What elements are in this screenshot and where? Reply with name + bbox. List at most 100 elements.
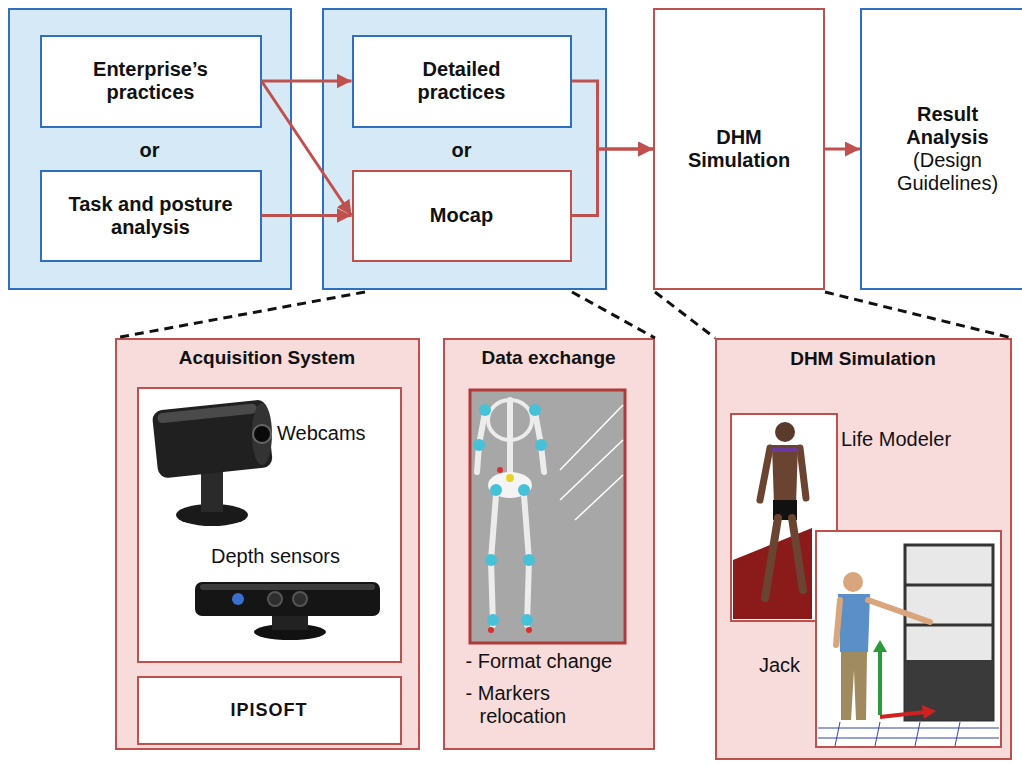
arms bbox=[760, 448, 806, 500]
joint-marker bbox=[523, 554, 535, 566]
shelf-unit bbox=[905, 545, 993, 720]
text-slot: - Markers relocation bbox=[466, 682, 641, 728]
grid-line bbox=[915, 722, 920, 746]
sensor-body bbox=[195, 582, 380, 616]
text-slot: Webcams bbox=[277, 422, 366, 445]
webcam-neck bbox=[201, 468, 223, 512]
process-box: Enterprise’s practices bbox=[40, 35, 262, 128]
flow-arrow bbox=[262, 81, 352, 216]
head bbox=[775, 422, 795, 442]
node-label: Detailed practices bbox=[379, 58, 545, 104]
flow-arrow bbox=[572, 81, 654, 149]
text-slot: DHM Simulation bbox=[715, 348, 1012, 370]
grid-line bbox=[575, 475, 623, 520]
text-slot: or bbox=[422, 139, 502, 162]
jack-picture bbox=[818, 545, 999, 746]
node-label: Mocap bbox=[430, 204, 493, 227]
text-slot: or bbox=[110, 139, 190, 162]
joint-marker bbox=[487, 614, 499, 626]
text-slot: Data exchange bbox=[443, 347, 655, 369]
text-slot: Life Modeler bbox=[841, 428, 951, 451]
marker-dot bbox=[526, 627, 532, 633]
text-slot: Depth sensors bbox=[211, 545, 340, 568]
marker-dot bbox=[506, 474, 514, 482]
shirt bbox=[838, 594, 870, 652]
grid-line bbox=[560, 405, 623, 470]
axis-arrow bbox=[878, 650, 882, 715]
webcam-picture bbox=[152, 399, 273, 526]
node-label: or bbox=[422, 139, 502, 162]
node-label: Life Modeler bbox=[841, 428, 951, 451]
node-label: or bbox=[110, 139, 190, 162]
skeleton-picture bbox=[470, 390, 625, 643]
joint-marker bbox=[529, 404, 541, 416]
flow-arrow bbox=[572, 149, 654, 216]
process-box: Detailed practices bbox=[352, 35, 572, 128]
arm bbox=[868, 600, 930, 622]
joint-marker bbox=[473, 439, 485, 451]
depth-sensor-picture bbox=[195, 582, 380, 640]
sensor-led bbox=[232, 593, 244, 605]
joint-marker bbox=[490, 484, 502, 496]
axis-arrow bbox=[880, 712, 925, 717]
floor-grid bbox=[818, 722, 999, 746]
flow-arrow bbox=[262, 214, 352, 217]
group-panel: Enterprise’s practicesTask and posture a… bbox=[8, 8, 292, 290]
node-label: DHM Simulation bbox=[715, 348, 1012, 370]
callout-line bbox=[115, 292, 365, 338]
text-slot: - Format change bbox=[466, 650, 613, 673]
ribcage bbox=[488, 400, 532, 440]
sensor-neck bbox=[272, 614, 308, 630]
grid-line bbox=[560, 440, 623, 500]
node-label: IPISOFT bbox=[230, 700, 307, 721]
callout-lines bbox=[115, 292, 1012, 338]
grid-line bbox=[835, 722, 840, 746]
strap bbox=[772, 448, 798, 452]
arm bbox=[836, 600, 840, 645]
node-text: - Format change bbox=[466, 650, 613, 673]
text-slot: Jack bbox=[759, 654, 800, 677]
process-box: Mocap bbox=[352, 170, 572, 262]
node-text: (Design Guidelines) bbox=[892, 149, 1004, 195]
pelvis bbox=[488, 472, 532, 498]
head bbox=[843, 572, 863, 592]
legs bbox=[765, 518, 803, 598]
callout-line bbox=[572, 292, 655, 338]
node-label: Acquisition System bbox=[115, 347, 420, 369]
torso bbox=[772, 445, 798, 505]
node-label: Data exchange bbox=[443, 347, 655, 369]
node-label: Webcams bbox=[277, 422, 366, 445]
marker-dot bbox=[497, 467, 503, 473]
node-label: Task and posture analysis bbox=[54, 193, 248, 239]
webcam-body bbox=[152, 399, 273, 479]
webcam-highlight bbox=[157, 403, 257, 423]
flow-arrow bbox=[262, 80, 352, 83]
node-label: Jack bbox=[759, 654, 800, 677]
joint-marker bbox=[518, 484, 530, 496]
sensor-lens bbox=[268, 592, 282, 606]
life-modeler-picture bbox=[733, 422, 812, 619]
axis-head bbox=[873, 640, 887, 652]
joint-markers bbox=[473, 404, 547, 626]
webcam-face bbox=[252, 403, 272, 465]
node-text: - Markers relocation bbox=[466, 682, 641, 728]
joint-marker bbox=[485, 554, 497, 566]
callout-line bbox=[655, 292, 715, 338]
node-label: Enterprise’s practices bbox=[54, 58, 248, 104]
grid-line bbox=[875, 722, 880, 746]
trousers bbox=[841, 652, 867, 720]
sensor-lens bbox=[293, 592, 307, 606]
joint-marker bbox=[521, 614, 533, 626]
process-box: Task and posture analysis bbox=[40, 170, 262, 262]
detail-panel: WebcamsDepth sensorsIPISOFT Acquisition S… bbox=[115, 338, 420, 750]
picture-frame bbox=[470, 390, 625, 643]
webcam-lens bbox=[253, 425, 271, 443]
skeleton-bones bbox=[477, 400, 544, 625]
grid-line bbox=[955, 722, 960, 746]
flow-arrow bbox=[825, 148, 860, 151]
sensor-highlight bbox=[200, 584, 375, 590]
node-label: DHM Simulation bbox=[675, 126, 803, 172]
joint-marker bbox=[535, 439, 547, 451]
